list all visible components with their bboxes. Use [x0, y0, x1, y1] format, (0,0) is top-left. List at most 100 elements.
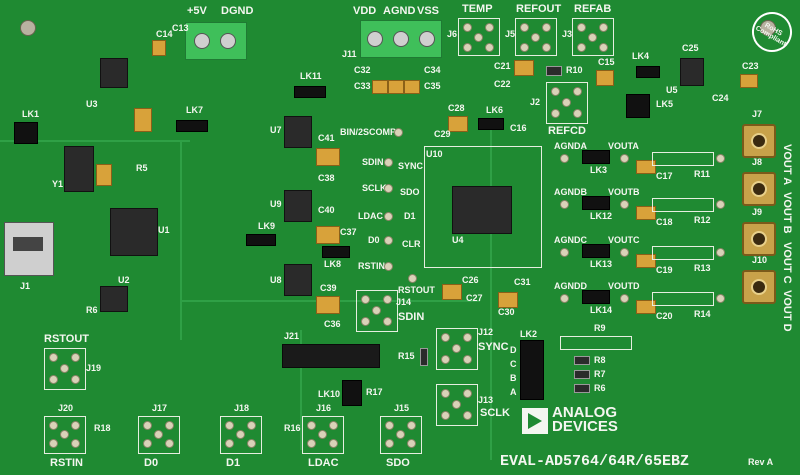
agnd-label: AGND — [383, 5, 416, 17]
capacitor — [740, 74, 758, 88]
gnd-test-point[interactable] — [560, 248, 569, 257]
ref-r5: R5 — [136, 163, 148, 173]
ref-j1: J1 — [20, 281, 31, 291]
capacitor — [316, 148, 340, 166]
screw-icon — [367, 31, 383, 47]
gnd-test-point[interactable] — [560, 294, 569, 303]
output-link-ref: LK3 — [590, 165, 608, 175]
capacitor — [442, 284, 462, 300]
trace — [180, 140, 182, 340]
analog-power-terminal-block[interactable] — [360, 20, 442, 58]
vout-test-point[interactable] — [620, 248, 629, 257]
lk11-jumper[interactable] — [294, 86, 326, 98]
refout-connector[interactable] — [515, 18, 557, 56]
test-point[interactable] — [394, 128, 403, 137]
lk10-jumper[interactable] — [342, 380, 362, 406]
usb-connector[interactable] — [4, 222, 54, 276]
lk6-jumper[interactable] — [478, 118, 504, 130]
output-cap-ref: C17 — [656, 171, 673, 181]
vout-test-point[interactable] — [620, 154, 629, 163]
gnd-test-point[interactable] — [560, 154, 569, 163]
usb-port-icon — [13, 237, 43, 251]
test-point[interactable] — [384, 184, 393, 193]
capacitor — [448, 116, 468, 132]
ref-u1: U1 — [158, 225, 170, 235]
output-vout-label: VOUTC — [608, 235, 640, 245]
lk9-jumper[interactable] — [246, 234, 276, 246]
sma-jack[interactable] — [742, 222, 776, 256]
sdin-connector[interactable] — [356, 290, 398, 332]
output-pad — [716, 248, 725, 257]
ref-r15: R15 — [398, 351, 415, 361]
ref-c16: C16 — [510, 123, 527, 133]
lk5-jumper[interactable] — [626, 94, 650, 118]
capacitor — [636, 254, 656, 268]
lk7-jumper[interactable] — [176, 120, 208, 132]
ref-c14: C14 — [156, 29, 173, 39]
ref-j19: J19 — [86, 363, 102, 373]
lk1-jumper[interactable] — [14, 122, 38, 144]
trace — [490, 120, 492, 460]
refab-connector[interactable] — [572, 18, 614, 56]
bottom-connector-ref: J17 — [152, 403, 168, 413]
vout-test-point[interactable] — [620, 294, 629, 303]
output-res-ref: R13 — [694, 263, 711, 273]
ref-j2: J2 — [530, 97, 541, 107]
test-point[interactable] — [408, 274, 417, 283]
j21-header[interactable] — [282, 344, 380, 368]
power-terminal-block[interactable] — [185, 22, 247, 60]
sma-jack[interactable] — [742, 172, 776, 206]
capacitor — [596, 70, 614, 86]
output-link-ref: LK14 — [590, 305, 613, 315]
y1-crystal — [64, 146, 94, 192]
ref-r16: R16 — [284, 423, 301, 433]
output-jack-ref: J8 — [752, 157, 763, 167]
capacitor — [388, 80, 404, 94]
rstout-connector[interactable] — [44, 348, 86, 390]
vout-test-point[interactable] — [620, 200, 629, 209]
ref-c21: C21 — [494, 61, 511, 71]
bottom-connector[interactable] — [380, 416, 422, 454]
lk2-pin-a: A — [510, 387, 517, 397]
sync-connector[interactable] — [436, 328, 478, 370]
bottom-connector[interactable] — [44, 416, 86, 454]
bottom-connector-label: D0 — [144, 457, 159, 469]
test-point[interactable] — [384, 212, 393, 221]
ref-lk6: LK6 — [486, 105, 504, 115]
u2-ic — [100, 286, 128, 312]
bottom-connector[interactable] — [138, 416, 180, 454]
ref-u10: U10 — [426, 149, 443, 159]
lk8-jumper[interactable] — [322, 246, 350, 258]
test-point[interactable] — [384, 236, 393, 245]
gnd-test-point[interactable] — [560, 200, 569, 209]
output-link-jumper[interactable] — [582, 244, 610, 258]
lk2-pin-d: D — [510, 345, 517, 355]
sclk-connector[interactable] — [436, 384, 478, 426]
test-point[interactable] — [384, 158, 393, 167]
sma-jack[interactable] — [742, 124, 776, 158]
bin2scomp-label: BIN/2SCOMP — [340, 127, 397, 137]
capacitor — [372, 80, 388, 94]
lk2-jumper[interactable] — [520, 340, 544, 400]
output-jack-ref: J7 — [752, 109, 763, 119]
output-gnd-label: AGNDC — [554, 235, 587, 245]
bottom-connector[interactable] — [220, 416, 262, 454]
output-link-jumper[interactable] — [582, 150, 610, 164]
test-point[interactable] — [384, 262, 393, 271]
output-resistor — [652, 198, 714, 212]
bottom-connector[interactable] — [302, 416, 344, 454]
sma-jack[interactable] — [742, 270, 776, 304]
ref-lk5: LK5 — [656, 99, 674, 109]
u8-ic — [284, 264, 312, 296]
ref-j12: J12 — [478, 327, 494, 337]
temp-connector[interactable] — [458, 18, 500, 56]
vdd-label: VDD — [353, 5, 377, 17]
ref-c22: C22 — [494, 79, 511, 89]
j2-connector[interactable] — [546, 82, 588, 124]
output-link-jumper[interactable] — [582, 290, 610, 304]
output-link-jumper[interactable] — [582, 196, 610, 210]
ref-r10: R10 — [566, 65, 583, 75]
output-pad — [716, 200, 725, 209]
capacitor — [404, 80, 420, 94]
lk4-jumper[interactable] — [636, 66, 660, 78]
